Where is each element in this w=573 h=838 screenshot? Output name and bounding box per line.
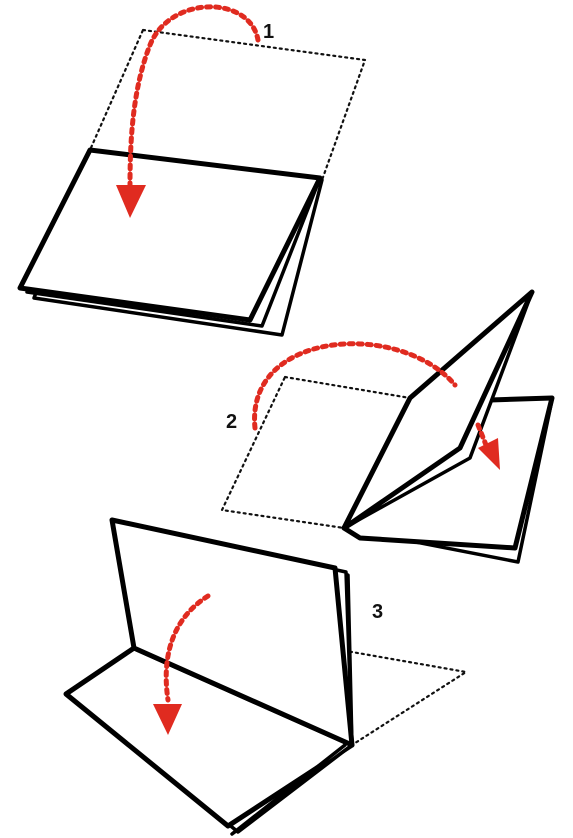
step-2-label: 2 [226, 411, 237, 433]
step-3-label: 3 [372, 601, 383, 623]
step-3-group: 3 [66, 520, 466, 834]
step-1-label: 1 [263, 21, 274, 43]
step-1-group: 1 [20, 7, 365, 335]
